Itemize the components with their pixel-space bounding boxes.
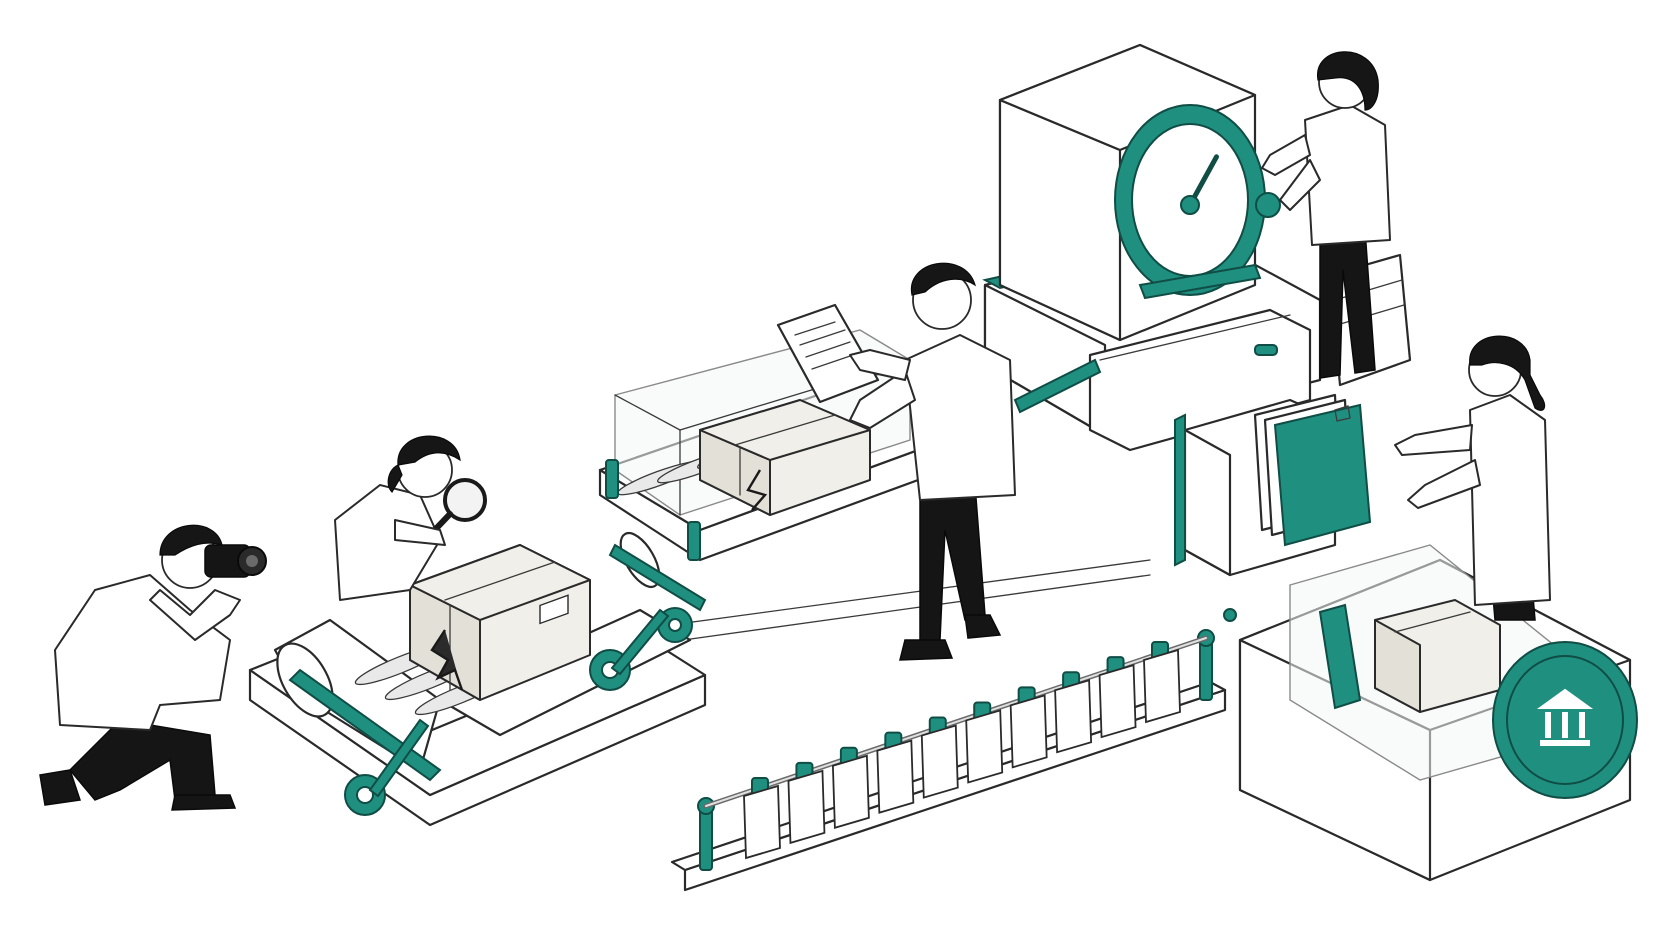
tag-icon <box>743 784 781 860</box>
tag-icon <box>1098 663 1137 739</box>
gauge-icon <box>1114 104 1281 296</box>
parcel-box <box>699 399 871 516</box>
gauge-operator <box>1261 51 1391 379</box>
folder-icon <box>1253 393 1372 547</box>
tag-icon <box>920 724 959 799</box>
tag-icon <box>876 739 915 814</box>
tag-icon <box>831 754 870 829</box>
document-reviewer <box>849 262 1016 661</box>
inspector-with-magnifier <box>334 435 487 601</box>
photographer <box>39 524 267 811</box>
tag-rack <box>670 629 1227 892</box>
institution-icon <box>1492 641 1638 799</box>
camera-icon <box>204 544 267 578</box>
tag-icon <box>787 769 826 845</box>
tag-icon <box>965 709 1004 784</box>
filing-station <box>1174 393 1372 622</box>
archive-capsule <box>1238 544 1638 882</box>
tag-icon <box>1009 694 1048 769</box>
inspection-conveyor <box>248 531 707 827</box>
magnifier-icon <box>427 478 487 538</box>
tag-icon <box>1143 648 1181 724</box>
tag-icon <box>1054 679 1093 754</box>
tag-list <box>743 641 1181 860</box>
damaged-box <box>409 544 591 701</box>
weighing-scale-machine <box>982 43 1412 452</box>
document-sheet <box>776 303 880 404</box>
filing-operator <box>1394 335 1551 621</box>
